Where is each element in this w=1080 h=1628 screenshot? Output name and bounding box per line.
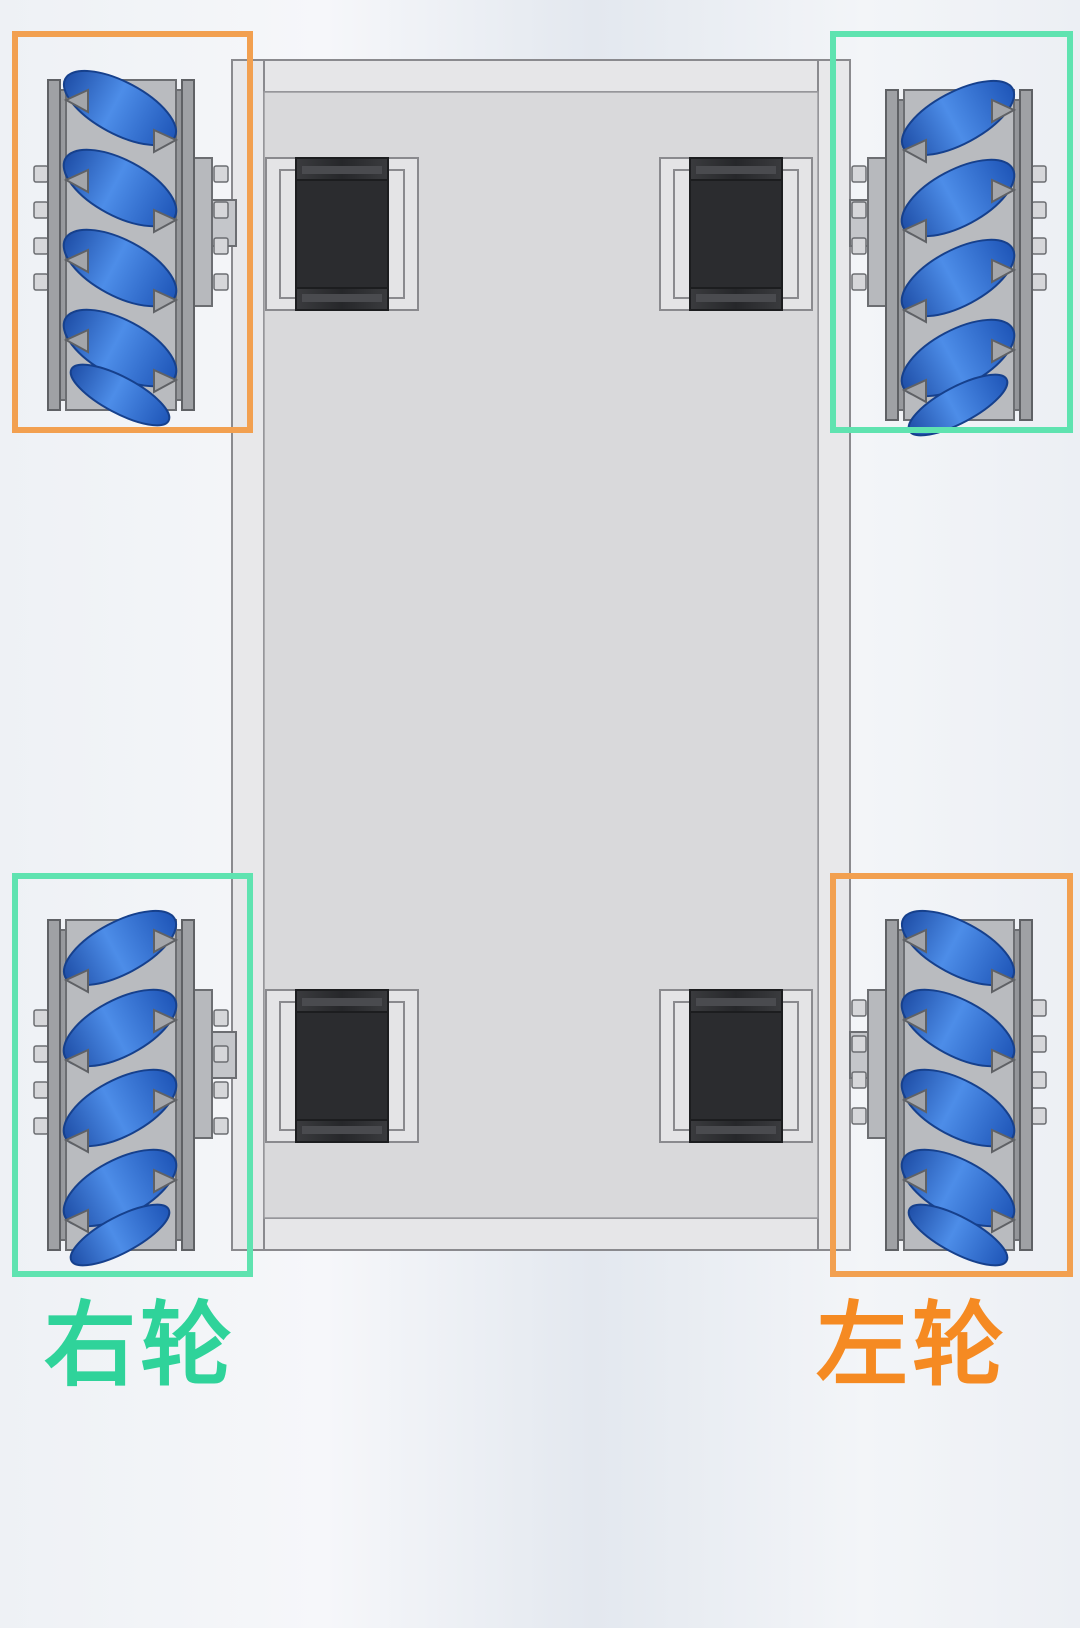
highlight-box-rear-left [830, 873, 1073, 1277]
motor-front-left [659, 157, 813, 311]
highlight-box-front-left [830, 31, 1073, 433]
motor-rear-left [659, 989, 813, 1143]
wheel-rear-left [885, 894, 1033, 1278]
wheel-front-right [47, 54, 195, 438]
wheel-rear-right [47, 894, 195, 1278]
highlight-box-rear-right [12, 873, 253, 1277]
highlight-box-front-right [12, 31, 253, 433]
left-wheel-label: 左轮 [815, 1292, 1008, 1399]
motor-front-right [265, 157, 419, 311]
motor-rear-right [265, 989, 419, 1143]
right-wheel-label: 右轮 [44, 1292, 237, 1399]
wheel-front-left [885, 64, 1033, 448]
